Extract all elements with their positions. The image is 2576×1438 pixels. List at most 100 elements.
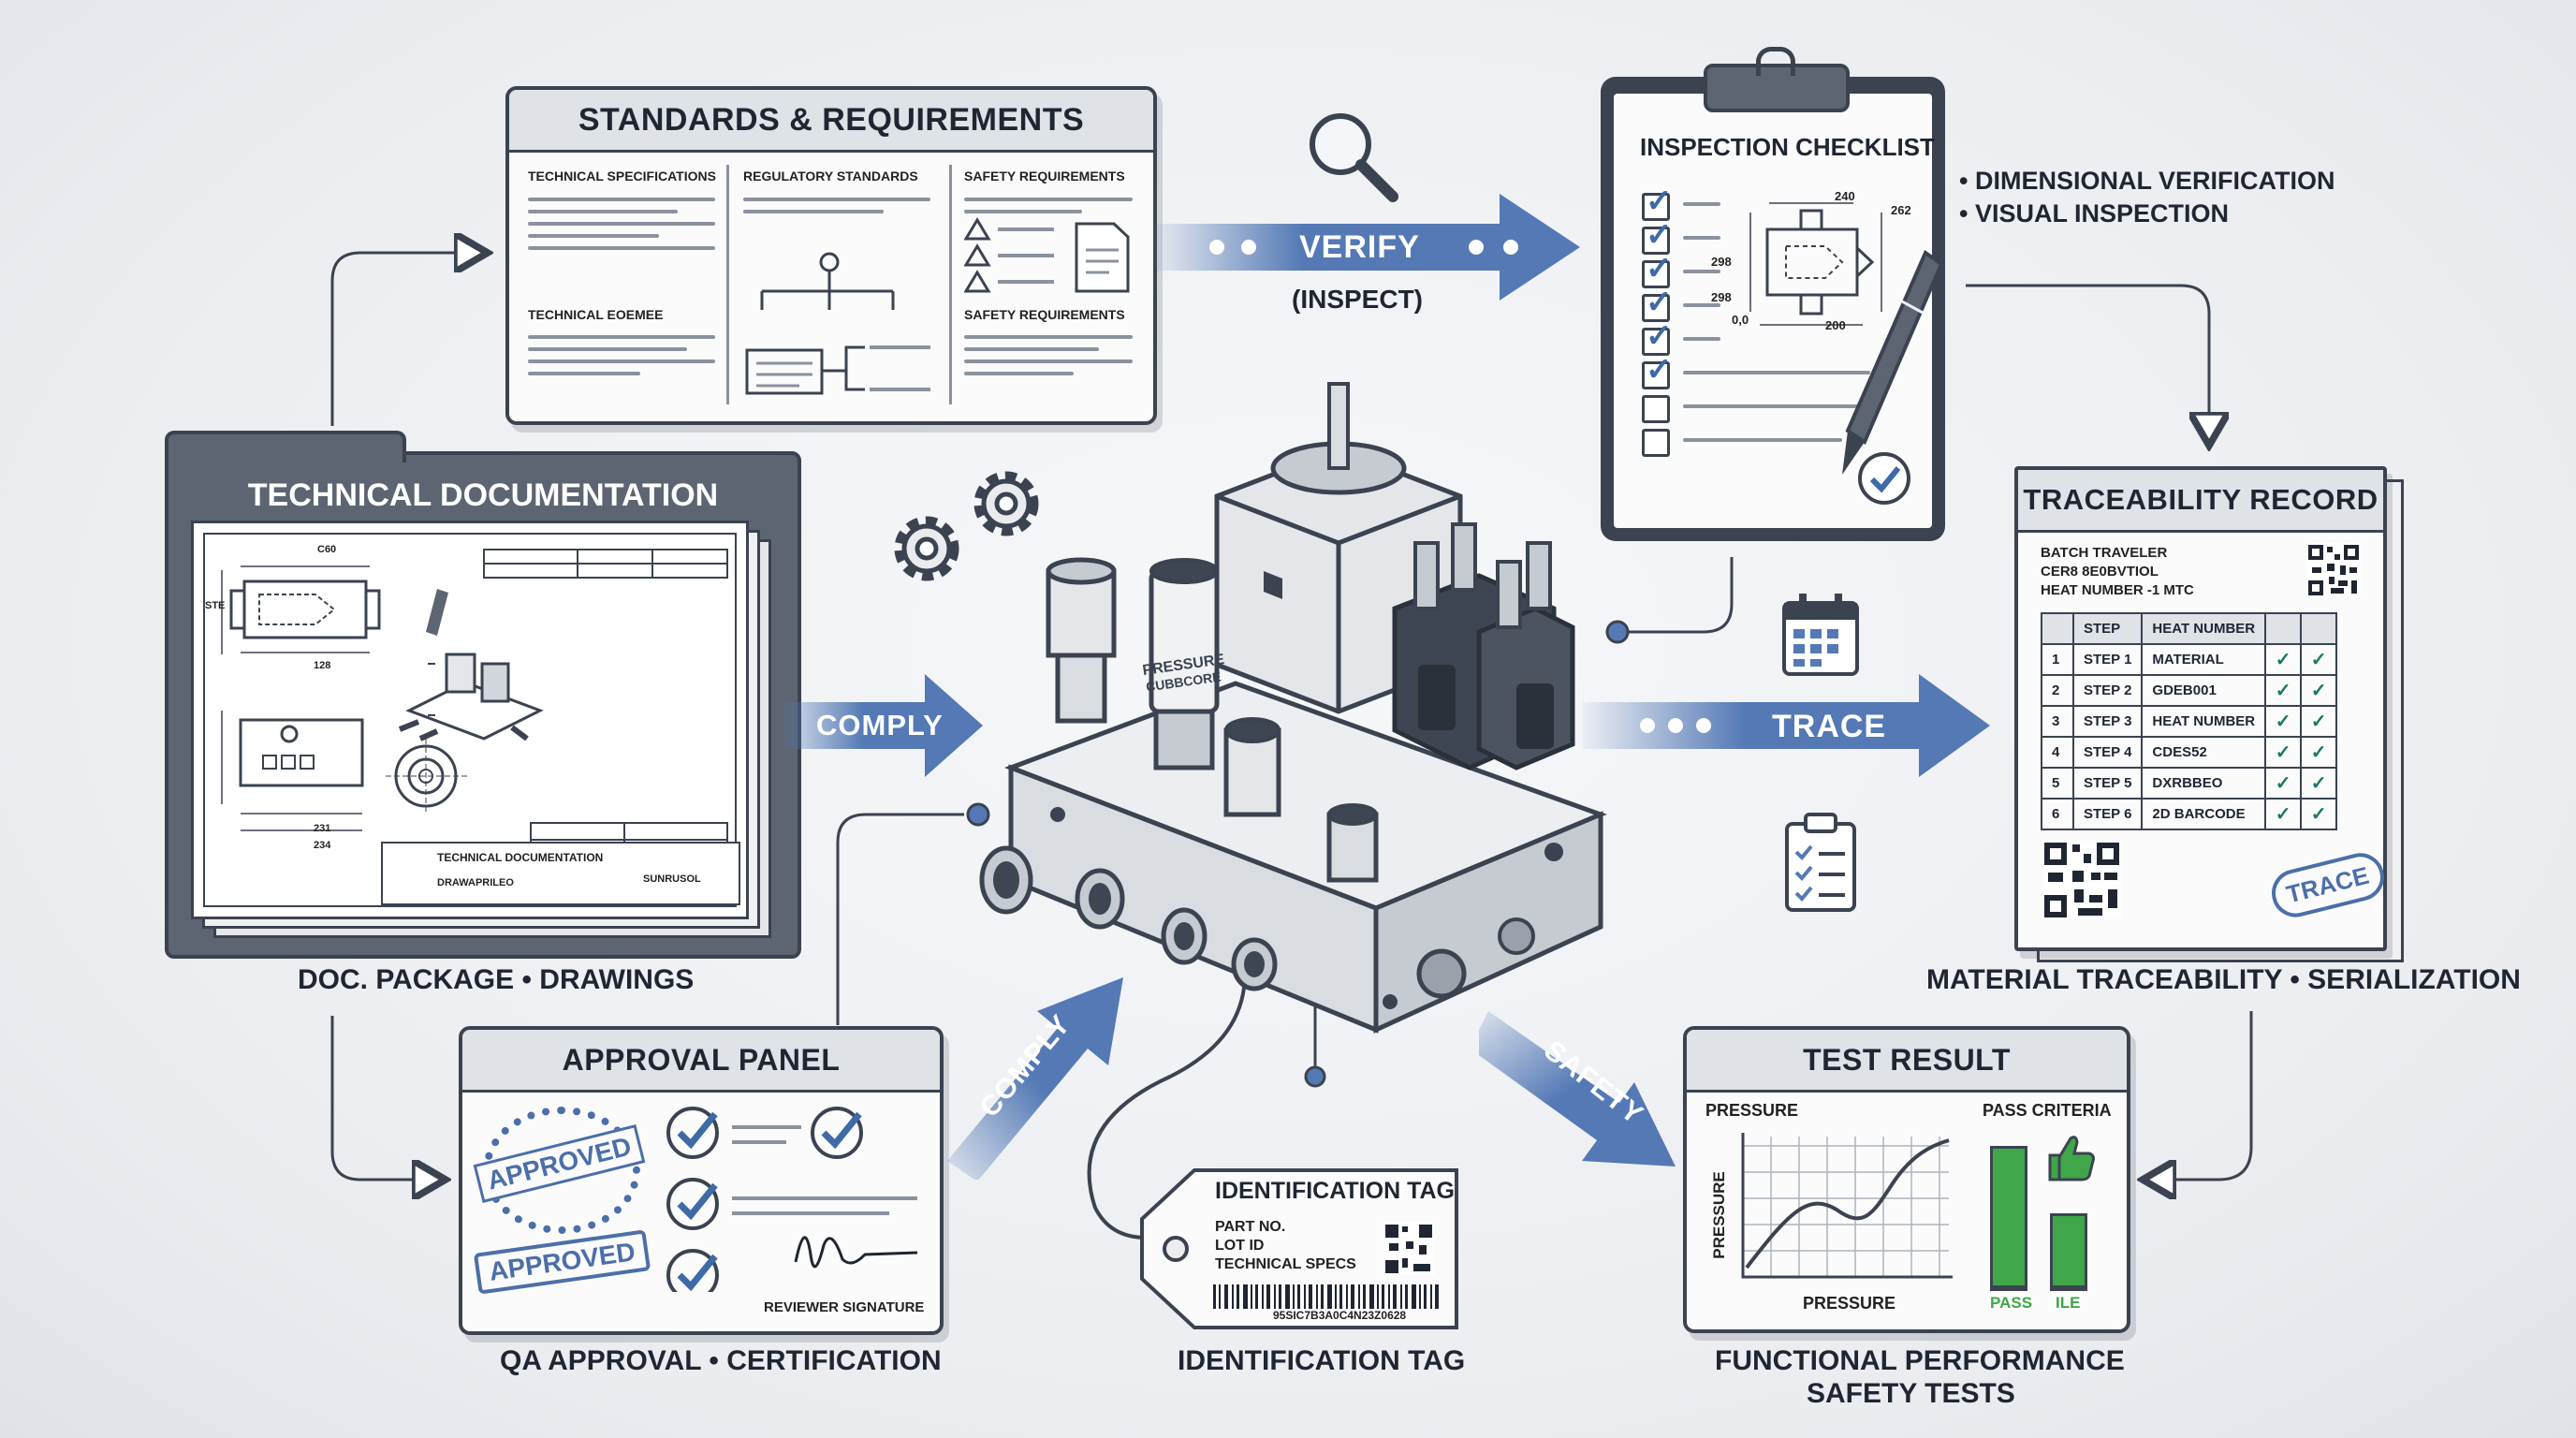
test-chart-title: PRESSURE — [1705, 1101, 1799, 1120]
approved-stamp-2: APPROVED — [473, 1229, 651, 1295]
id-tag-shape — [1140, 1168, 1458, 1329]
trace-col-heat: HEAT NUMBER — [2141, 612, 2267, 645]
idtag-line-1: PART NO. — [1215, 1219, 1286, 1235]
bar1-label: PASS — [1990, 1294, 2033, 1312]
techdoc-folder: TECHNICAL DOCUMENTATION — [165, 431, 801, 959]
techdoc-block-title: TECHNICAL DOCUMENTATION — [437, 851, 604, 864]
tag-qr-code — [1383, 1223, 1434, 1275]
comply-arrow — [784, 674, 983, 777]
approval-caption: QA APPROVAL • CERTIFICATION — [500, 1345, 942, 1376]
pen-icon — [1842, 249, 1944, 475]
techdoc-dim-bottom-2: 231 — [314, 823, 331, 834]
connector-checklist-component — [1619, 557, 1734, 634]
verify-label: VERIFY — [1299, 229, 1420, 265]
verify-sub: (INSPECT) — [1292, 285, 1423, 314]
trace-header-line-1: BATCH TRAVELER — [2041, 545, 2168, 561]
ile-bar-track — [2050, 1138, 2087, 1291]
gears-icon — [894, 471, 1039, 581]
test-x-label: PRESSURE — [1803, 1294, 1896, 1313]
checklist-title: INSPECTION CHECKLIST — [1640, 133, 1935, 161]
approval-panel: APPROVAL PANEL APPROVED APPROVED REVIEWE… — [459, 1026, 944, 1335]
standards-col2-heading: REGULATORY STANDARDS — [743, 169, 918, 183]
idtag-line-3: TECHNICAL SPECS — [1215, 1256, 1356, 1272]
barcode — [1213, 1284, 1439, 1309]
safety-arrow — [1479, 1011, 1676, 1167]
comply-label: COMPLY — [816, 709, 944, 741]
approved-check-icon — [1858, 452, 1910, 505]
qr-code-large-icon — [2042, 841, 2121, 919]
dim-top: 240 — [1835, 189, 1855, 203]
traceability-panel: TRACEABILITY RECORD BATCH TRAVELER CER8 … — [2014, 466, 2389, 951]
traceability-caption: MATERIAL TRACEABILITY • SERIALIZATION — [1926, 964, 2521, 995]
technical-drawings — [221, 549, 728, 889]
test-caption-line-2: SAFETY TESTS — [1807, 1378, 2015, 1409]
standards-col1-sub: TECHNICAL EOEMEE — [528, 307, 664, 322]
connector-techdoc-standards — [330, 253, 482, 426]
test-panel: TEST RESULT PRESSURE PASS CRITERIA PRESS… — [1683, 1026, 2130, 1333]
trace-arrow — [1582, 674, 1990, 777]
traceability-title: TRACEABILITY RECORD — [2018, 470, 2383, 533]
calendar-icon — [1782, 594, 1859, 676]
trace-label: TRACE — [1772, 709, 1887, 744]
comply-diag-arrow — [947, 977, 1123, 1180]
checklist-note-2: • VISUAL INSPECTION — [1959, 199, 2229, 227]
dim-bottom: 200 — [1825, 318, 1846, 332]
bar2-label: ILE — [2056, 1294, 2081, 1312]
techdoc-sheet: C60 STE 128 231 234 TECHNICAL DOCUMENTAT… — [191, 521, 749, 919]
trace-col-num — [2041, 612, 2074, 645]
part-drawing — [1749, 202, 1882, 326]
standards-col3-heading: SAFETY REQUIREMENTS — [964, 169, 1125, 183]
ile-bar — [2050, 1213, 2087, 1288]
pressure-curve — [1745, 1138, 1950, 1269]
trace-header-line-2: CER8 8E0BVTIOL — [2041, 564, 2159, 580]
techdoc-dim-bottom: 128 — [314, 660, 331, 671]
dim-right: 262 — [1891, 203, 1911, 217]
test-title: TEST RESULT — [1687, 1030, 2127, 1093]
pressure-curve-chart — [1741, 1133, 1953, 1279]
standards-col1-heading: TECHNICAL SPECIFICATIONS — [528, 169, 716, 183]
connector-techdoc-approval — [330, 1016, 440, 1180]
techdoc-block-code: SUNRUSOL — [643, 873, 701, 885]
clipboard-icon — [1785, 813, 1856, 912]
standards-col3-sub: SAFETY REQUIREMENTS — [964, 307, 1125, 322]
reviewer-signature-label: REVIEWER SIGNATURE — [764, 1299, 925, 1315]
connector-approval-component — [836, 813, 964, 1025]
qr-code-icon — [2306, 543, 2361, 597]
standards-title: STANDARDS & REQUIREMENTS — [509, 90, 1153, 153]
approval-title: APPROVAL PANEL — [462, 1030, 940, 1093]
idtag-caption: IDENTIFICATION TAG — [1178, 1345, 1466, 1376]
magnifier-icon — [1310, 113, 1398, 202]
connector-traceability-test — [2148, 1011, 2253, 1180]
test-pass-criteria: PASS CRITERIA — [1983, 1101, 2112, 1120]
techdoc-dim-left: STE — [205, 600, 226, 611]
hydraulic-manifold-component: PRESSURE CUBBCORE — [979, 382, 1607, 1034]
checkbox-7 — [1642, 395, 1670, 423]
standards-panel: STANDARDS & REQUIREMENTS TECHNICAL SPECI… — [505, 86, 1157, 425]
checklist-note-1: • DIMENSIONAL VERIFICATION — [1959, 167, 2335, 195]
techdoc-dim-bottom-3: 234 — [314, 840, 331, 851]
techdoc-title: TECHNICAL DOCUMENTATION — [247, 477, 719, 513]
connector-checklist-traceability — [1966, 284, 2209, 440]
trace-header-line-3: HEAT NUMBER -1 MTC — [2041, 582, 2194, 598]
dim-left-2: 298 — [1711, 290, 1732, 304]
tag-wire — [1087, 973, 1247, 1240]
techdoc-dim-top: C60 — [317, 544, 337, 555]
org-chart-icon — [745, 252, 930, 395]
trace-stamp: TRACE — [2266, 848, 2389, 922]
trace-col-step: STEP — [2071, 612, 2144, 645]
thumbs-up-icon — [2048, 1136, 2095, 1181]
dim-left-1: 298 — [1711, 255, 1732, 269]
checkbox-8 — [1642, 429, 1670, 457]
techdoc-block-sub: DRAWAPRILEO — [437, 877, 514, 888]
approval-checks — [666, 1107, 918, 1292]
idtag-line-2: LOT ID — [1215, 1238, 1265, 1254]
checkbox-6 — [1642, 351, 1673, 389]
checklist-clipboard: INSPECTION CHECKLIST 240 262 298 298 0,0… — [1601, 47, 1945, 541]
pass-bar — [1990, 1146, 2027, 1288]
